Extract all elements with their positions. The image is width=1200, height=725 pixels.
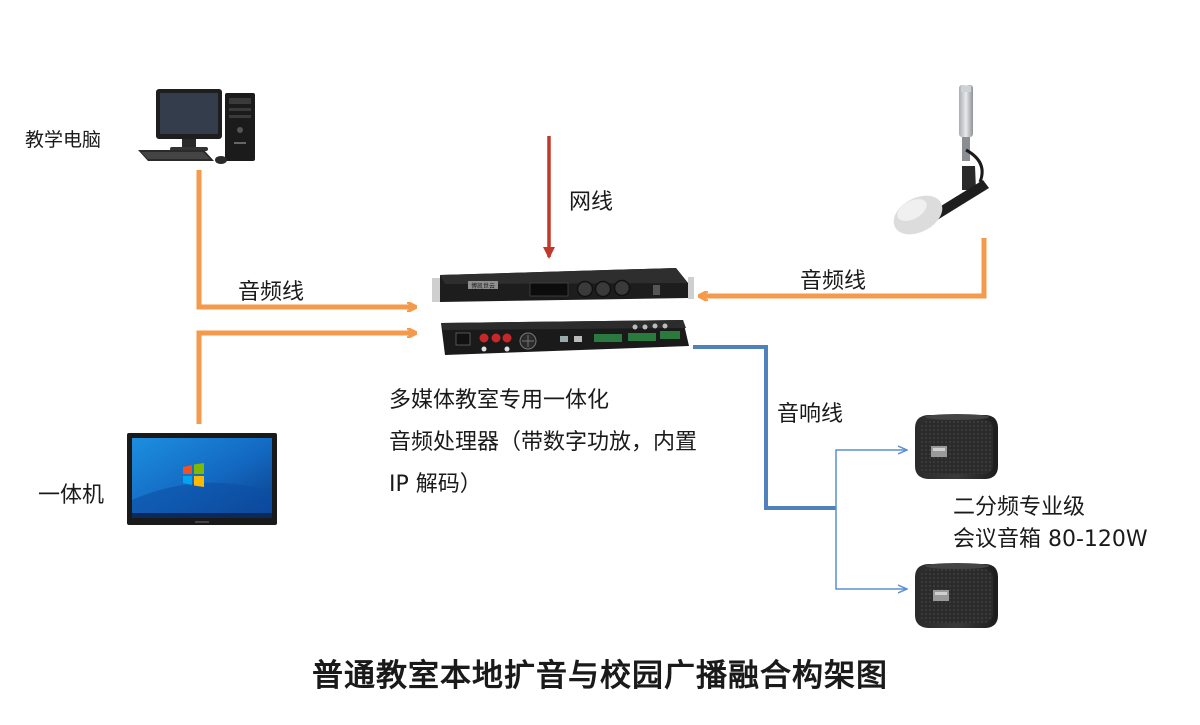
speaker-bottom-icon xyxy=(915,563,998,628)
speaker-description-line: 二分频专业级 xyxy=(953,495,1086,520)
all-in-one-display-icon xyxy=(127,433,277,525)
processor-description-line: IP 解码） xyxy=(389,472,482,497)
teaching-pc-icon xyxy=(138,89,255,164)
diagram-title: 普通教室本地扩音与校园广播融合构架图 xyxy=(312,658,888,694)
label-audio-cable-left: 音频线 xyxy=(238,280,305,305)
label-all-in-one: 一体机 xyxy=(38,483,105,508)
label-audio-cable-right: 音频线 xyxy=(800,269,867,294)
label-speaker-cable: 音响线 xyxy=(777,402,844,427)
edge-allinone-audio xyxy=(196,333,415,424)
processor-description-line: 音频处理器（带数字功放，内置 xyxy=(389,430,698,455)
processor-description: 多媒体教室专用一体化 音频处理器（带数字功放，内置 IP 解码） xyxy=(389,380,697,506)
edge-pc-audio xyxy=(196,170,415,307)
audio-processor-rear-icon xyxy=(441,320,689,355)
edge-speaker-trunk xyxy=(693,345,836,510)
processor-description-line: 多媒体教室专用一体化 xyxy=(389,388,610,413)
edge-speaker-branch-bottom xyxy=(835,508,907,589)
device-brand-label: 博凯世云 xyxy=(471,282,495,290)
speaker-description: 二分频专业级 会议音箱 80-120W xyxy=(953,492,1148,556)
speaker-top-icon xyxy=(915,414,998,479)
audio-processor-front-icon: 博凯世云 xyxy=(432,268,694,302)
edge-mic-audio xyxy=(700,238,987,296)
microphone-icon xyxy=(893,85,989,235)
speaker-description-line: 会议音箱 80-120W xyxy=(953,527,1148,552)
label-network-cable: 网线 xyxy=(569,190,614,215)
label-teaching-pc: 教学电脑 xyxy=(25,129,102,151)
edge-speaker-branch-top xyxy=(835,450,907,508)
